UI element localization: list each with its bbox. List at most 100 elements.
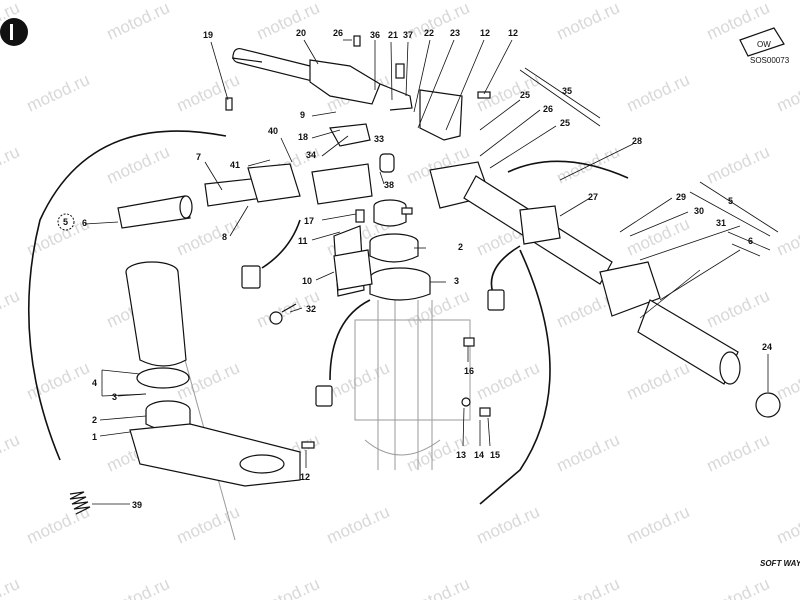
logo-mark-icon (0, 18, 28, 46)
brand-text: SOFT WAY (760, 559, 800, 568)
wire-connectors (241, 265, 505, 407)
callout-10: 10 (302, 276, 312, 286)
watermark-text: motod.ru (0, 142, 22, 188)
callout-33: 33 (374, 134, 384, 144)
cables (27, 130, 629, 505)
callout-2: 2 (458, 242, 463, 252)
callout-35: 35 (562, 86, 572, 96)
callout-37: 37 (403, 30, 413, 40)
lower-triple-clamp (129, 423, 301, 487)
watermark-text: motod.ru (104, 0, 173, 44)
callout-9: 9 (300, 110, 305, 120)
watermark-text: motod.ru (0, 430, 22, 476)
upper-triple-clamp (329, 89, 463, 147)
watermark-text: motod.ru (104, 142, 173, 188)
ignition-switch (333, 225, 373, 297)
callout-12: 12 (480, 28, 490, 38)
callout-26: 26 (543, 104, 553, 114)
callout-26: 26 (333, 28, 343, 38)
watermark-text: motod.ru (404, 0, 473, 44)
watermark-text: motod.ru (24, 502, 93, 548)
callout-14: 14 (474, 450, 484, 460)
watermark-text: motod.ru (404, 574, 473, 600)
watermark-text: motod.ru (704, 286, 773, 332)
callout-11: 11 (298, 236, 308, 246)
callout-6: 6 (82, 218, 87, 228)
watermark-text: motod.ru (254, 574, 323, 600)
leader-lines (84, 39, 779, 505)
callout-38: 38 (384, 180, 394, 190)
callout-39: 39 (132, 500, 142, 510)
callout-5: 5 (728, 196, 733, 206)
callout-4: 4 (92, 378, 97, 388)
callout-36: 36 (370, 30, 380, 40)
ignition-key-icon (269, 303, 297, 325)
watermark-text: motod.ru (0, 574, 22, 600)
bolts (225, 35, 491, 449)
callout-31: 31 (716, 218, 726, 228)
watermark-text: motod.ru (24, 358, 93, 404)
steering-damper (231, 47, 413, 111)
callout-5: 5 (63, 217, 68, 227)
callout-6: 6 (748, 236, 753, 246)
right-clip-on (429, 161, 613, 285)
callout-25: 25 (560, 118, 570, 128)
callout-13: 13 (456, 450, 466, 460)
watermark-text: motod.ru (104, 574, 173, 600)
callout-3: 3 (112, 392, 117, 402)
watermark-text: motod.ru (774, 70, 800, 116)
callout-labels: 19 20 26 36 21 37 22 23 12 12 35 9 25 26… (63, 28, 772, 510)
badge-text: OW (757, 40, 771, 49)
watermark-text: motod.ru (624, 502, 693, 548)
callout-29: 29 (676, 192, 686, 202)
watermark-text: motod.ru (174, 502, 243, 548)
callout-27: 27 (588, 192, 598, 202)
callout-16: 16 (464, 366, 474, 376)
bar-end-weight (755, 392, 781, 418)
callout-24: 24 (762, 342, 772, 352)
callout-25: 25 (520, 90, 530, 100)
watermark-text: motod.ru (324, 502, 393, 548)
watermark-text: motod.ru (254, 0, 323, 44)
watermark-text: motod.ru (704, 430, 773, 476)
watermark-text: motod.ru (0, 286, 22, 332)
callout-2: 2 (92, 415, 97, 425)
callout-7: 7 (196, 152, 201, 162)
callout-41: 41 (230, 160, 240, 170)
watermark-text: motod.ru (474, 502, 543, 548)
callout-22: 22 (424, 28, 434, 38)
callout-28: 28 (632, 136, 642, 146)
watermark-text: motod.ru (554, 430, 623, 476)
watermark-text: motod.ru (774, 358, 800, 404)
watermark-text: motod.ru (554, 0, 623, 44)
callout-32: 32 (306, 304, 316, 314)
watermark-text: motod.ru (324, 358, 393, 404)
watermark-text: motod.ru (774, 214, 800, 260)
callout-1: 1 (92, 432, 97, 442)
callout-40: 40 (268, 126, 278, 136)
callout-3: 3 (454, 276, 459, 286)
callout-12: 12 (508, 28, 518, 38)
callout-23: 23 (450, 28, 460, 38)
watermark-text: motod.ru (624, 70, 693, 116)
watermark-text: motod.ru (624, 214, 693, 260)
watermark-text: motod.ru (474, 358, 543, 404)
callout-30: 30 (694, 206, 704, 216)
left-grip (117, 195, 193, 229)
orientation-badge-icon: OW (739, 27, 785, 57)
watermark-text: motod.ru (24, 70, 93, 116)
right-grip (637, 299, 741, 385)
watermark-text: motod.ru (704, 574, 773, 600)
callout-20: 20 (296, 28, 306, 38)
throttle-housing (599, 261, 661, 317)
steering-stem-bush (369, 199, 431, 301)
fork-slider-left (125, 261, 191, 431)
callout-19: 19 (203, 30, 213, 40)
callout-12: 12 (300, 472, 310, 482)
diagram-code: SOS00073 (750, 56, 790, 65)
watermark-text: motod.ru (704, 142, 773, 188)
callout-17: 17 (304, 216, 314, 226)
callout-18: 18 (298, 132, 308, 142)
callout-15: 15 (490, 450, 500, 460)
